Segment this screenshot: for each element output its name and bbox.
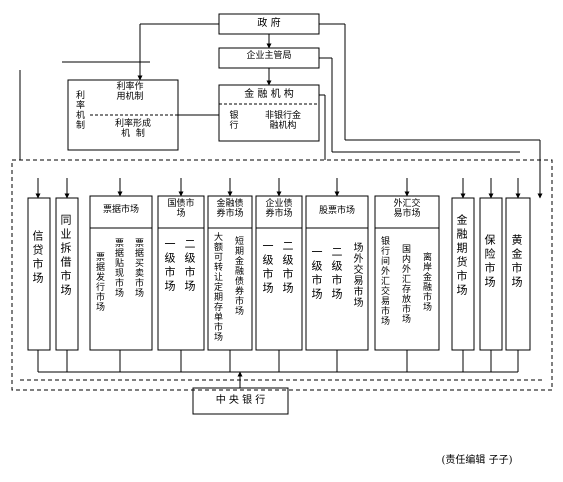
treasury-primary-market: 一级市场 (163, 238, 176, 294)
futures-market-label: 金融期货市场 (455, 214, 468, 298)
gold-market-label: 黄金市场 (510, 234, 523, 290)
interbank-market-label: 同业拆借市场 (59, 214, 72, 298)
large-cd-market: 大额可转让定期存单市场 (212, 232, 222, 342)
offshore-market: 离岸金融市场 (421, 252, 431, 312)
stock-primary-market: 一级市场 (310, 246, 323, 302)
financial-bond-market-title: 金融债 券市场 (216, 199, 244, 219)
bills-discount-market: 票据贴现市场 (113, 238, 123, 298)
government-label: 政 府 (257, 18, 281, 29)
credit-market-label: 信贷市场 (31, 230, 44, 286)
treasury-market-title: 国债市 场 (167, 199, 195, 219)
interbank-forex-market: 银行间外汇交易市场 (379, 236, 389, 326)
bills-issue-market: 票据发行市场 (94, 252, 104, 312)
stock-secondary-market: 二级市场 (330, 246, 343, 302)
banks-label: 银 行 (229, 111, 239, 131)
otc-market: 场外交易市场 (351, 242, 362, 308)
forex-market-title: 外汇交 易市场 (393, 199, 421, 219)
short-term-bond-market: 短期金融债券市场 (233, 236, 243, 316)
editor-note: (责任编辑 子子) (441, 455, 513, 466)
corp-primary-market: 一级市场 (261, 240, 274, 296)
stock-market-title: 股票市场 (318, 206, 355, 216)
nonbank-institutions-label: 非银行金 融机构 (264, 111, 301, 131)
bills-trading-market: 票据买卖市场 (133, 238, 143, 298)
rate-mechanism-label: 利率作 用机制 (116, 82, 144, 102)
enterprise-bureau-label: 企业主管局 (246, 51, 292, 61)
treasury-secondary-market: 二级市场 (183, 238, 196, 294)
insurance-market-label: 保险市场 (483, 234, 496, 290)
domestic-forex-deposit-market: 国内外汇存放市场 (400, 244, 410, 324)
financial-institutions-label: 金 融 机 构 (244, 89, 294, 100)
corp-secondary-market: 二级市场 (281, 240, 294, 296)
central-bank-label: 中 央 银 行 (215, 395, 266, 406)
rate-vertical-label: 利率机制 (74, 90, 84, 130)
rate-formation-label: 利率形成 机 制 (114, 119, 151, 139)
corporate-bond-market-title: 企业债 券市场 (265, 199, 293, 219)
bills-market-title: 票据市场 (102, 205, 139, 215)
